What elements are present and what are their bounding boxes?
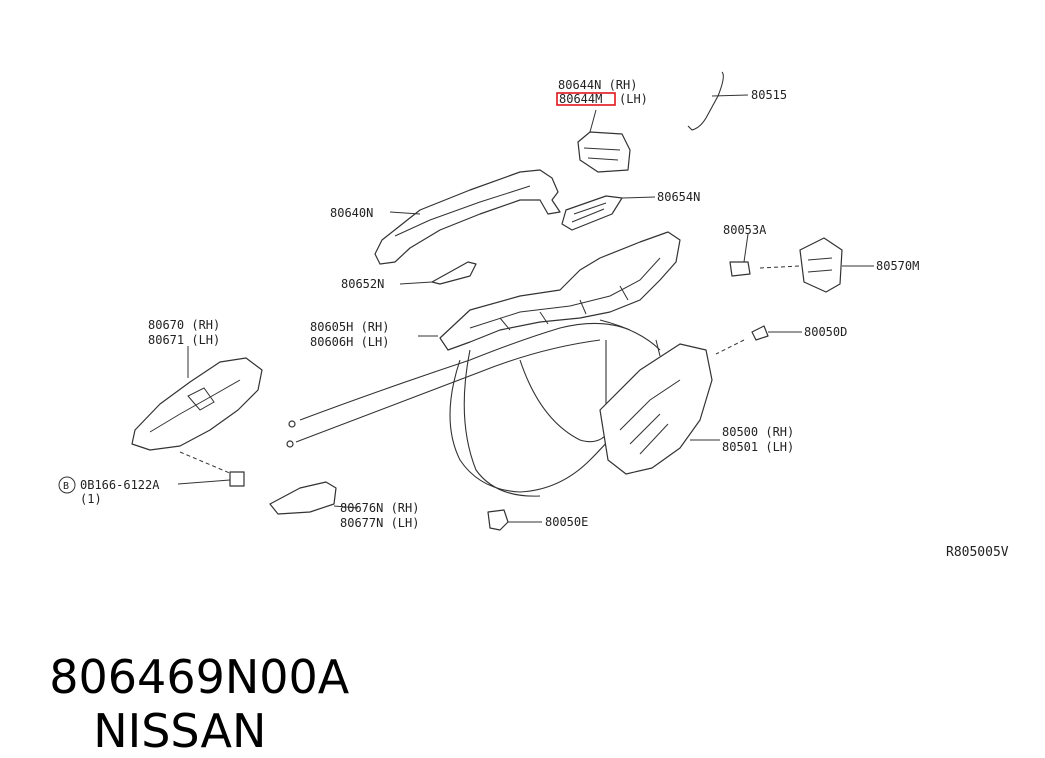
part-80640n-outside-handle xyxy=(374,169,561,265)
label-80677n: 80677N (LH) xyxy=(340,516,419,530)
brand-name: NISSAN xyxy=(93,704,267,758)
part-80654n-gasket xyxy=(561,195,656,231)
part-80500-lock xyxy=(599,339,720,475)
label-80606h: 80606H (LH) xyxy=(310,335,389,349)
part-80515-rod xyxy=(687,71,749,131)
label-80050e: 80050E xyxy=(545,515,588,529)
part-80644-cover xyxy=(577,109,631,173)
label-80501: 80501 (LH) xyxy=(722,440,794,454)
label-80050d: 80050D xyxy=(804,325,847,339)
label-80605h: 80605H (RH) xyxy=(310,320,389,334)
label-0b166: 0B166-6122A xyxy=(80,478,160,492)
label-80644m: 80644M xyxy=(559,92,602,106)
label-80654n: 80654N xyxy=(657,190,700,204)
part-80670-inside-handle xyxy=(131,346,263,451)
label-80644m-highlight xyxy=(556,92,616,106)
label-80644m-side: (LH) xyxy=(619,92,648,106)
part-80050e-clip xyxy=(487,509,542,531)
label-80570m: 80570M xyxy=(876,259,919,273)
part-number: 806469N00A xyxy=(49,650,350,704)
label-80671: 80671 (LH) xyxy=(148,333,220,347)
label-80644n: 80644N (RH) xyxy=(558,78,637,92)
part-80676n-trim xyxy=(269,481,359,515)
diagram-ref-code: R805005V xyxy=(946,545,1009,560)
cable-assembly xyxy=(286,319,661,497)
part-80570m-striker xyxy=(759,237,874,293)
label-80515: 80515 xyxy=(751,88,787,102)
part-80050d-screw xyxy=(715,325,802,355)
label-80640n: 80640N xyxy=(330,206,373,220)
part-80652n-escutcheon xyxy=(399,261,477,285)
label-bolt-qty: (1) xyxy=(80,492,102,506)
footer-caption: 806469N00A NISSAN xyxy=(20,596,349,758)
label-bolt-marker: B xyxy=(63,481,69,492)
parts-diagram: 80644N (RH) 80644M (LH) 80515 80640N 806… xyxy=(58,71,1009,560)
part-0b166-bolt xyxy=(58,451,245,494)
part-80053a-pin xyxy=(729,233,751,277)
label-80500: 80500 (RH) xyxy=(722,425,794,439)
label-80676n: 80676N (RH) xyxy=(340,501,419,515)
label-80670: 80670 (RH) xyxy=(148,318,220,332)
label-80652n: 80652N xyxy=(341,277,384,291)
label-80053a: 80053A xyxy=(723,223,767,237)
part-80605h-bracket xyxy=(418,231,681,351)
